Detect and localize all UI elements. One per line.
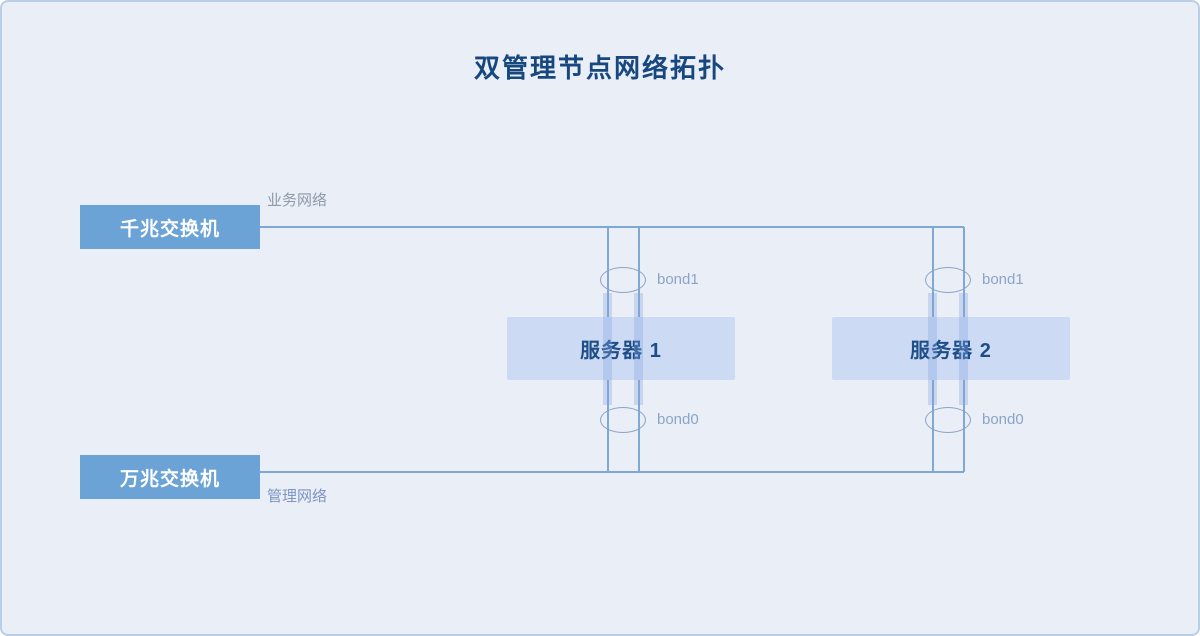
server1-bond0-ellipse-icon — [600, 407, 646, 433]
gigabit-switch-node: 千兆交换机 — [80, 205, 260, 249]
management-network-line — [259, 471, 964, 473]
management-network-label: 管理网络 — [267, 488, 328, 505]
server2-node: 服务器 2 — [832, 317, 1070, 380]
diagram-title: 双管理节点网络拓扑 — [473, 53, 726, 83]
server1-bond0-label: bond0 — [657, 411, 699, 428]
business-network-label: 业务网络 — [267, 192, 328, 209]
server1-port-bar-left — [603, 293, 612, 405]
server2-bond1-ellipse-icon — [925, 267, 971, 293]
server2-label: 服务器 2 — [910, 340, 992, 362]
server2-bond0-label: bond0 — [982, 411, 1024, 428]
ten-gigabit-switch-node: 万兆交换机 — [80, 455, 260, 499]
business-network-line — [259, 226, 964, 228]
server2-port-bar-right — [959, 293, 968, 405]
server2-bond1-label: bond1 — [982, 271, 1024, 288]
ten-gigabit-switch-label: 万兆交换机 — [119, 468, 220, 490]
server1-node: 服务器 1 — [507, 317, 735, 380]
server1-bond1-label: bond1 — [657, 271, 699, 288]
server1-label: 服务器 1 — [580, 340, 662, 362]
server1-bond1-ellipse-icon — [600, 267, 646, 293]
server2-bond0-ellipse-icon — [925, 407, 971, 433]
gigabit-switch-label: 千兆交换机 — [119, 218, 220, 240]
server1-port-bar-right — [634, 293, 643, 405]
server2-port-bar-left — [928, 293, 937, 405]
